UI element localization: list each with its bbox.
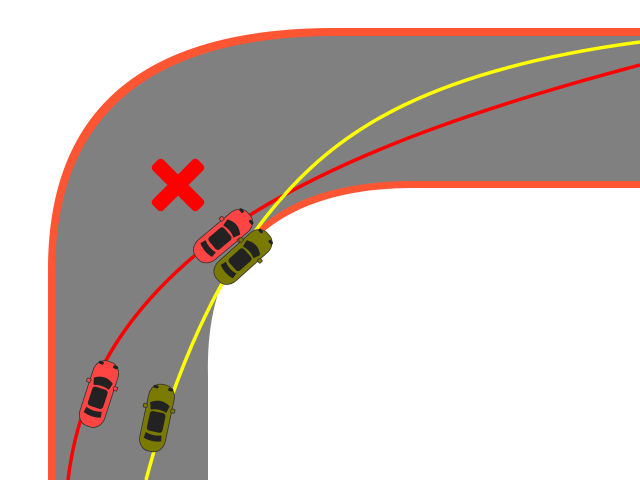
cross-icon xyxy=(151,158,205,212)
yellow-racing-line xyxy=(144,40,640,480)
track-asphalt xyxy=(55,36,640,480)
